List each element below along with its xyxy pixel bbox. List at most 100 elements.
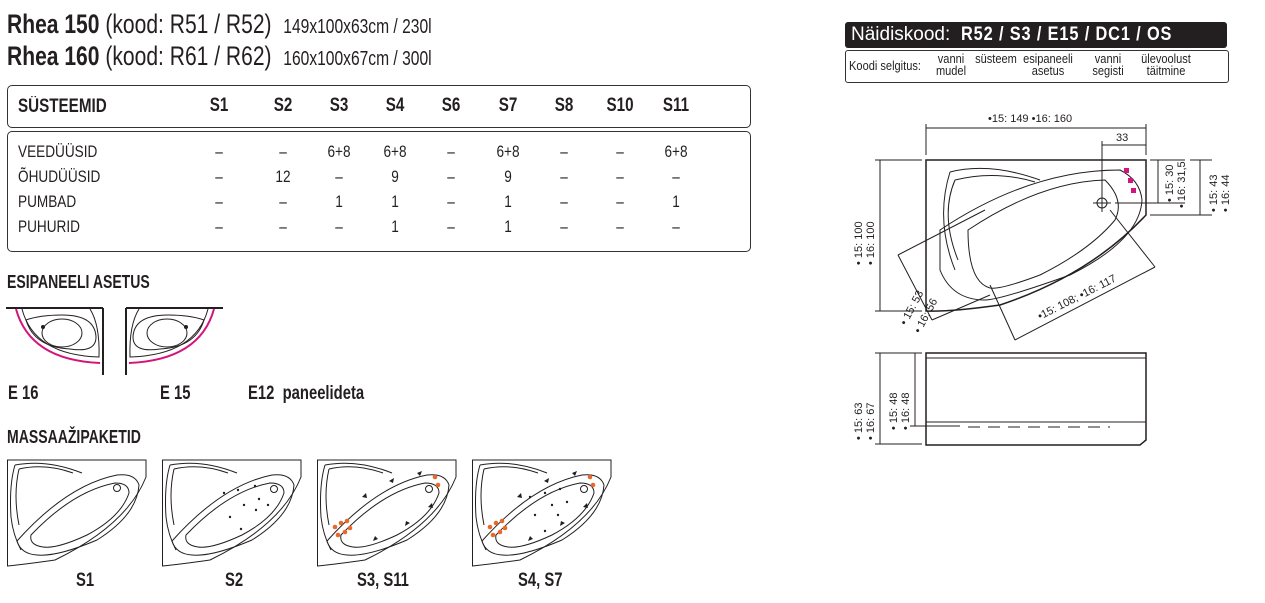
example-code-value: R52 / S3 / E15 / DC1 / OS [961, 24, 1173, 45]
table-cell: 9 [504, 167, 512, 186]
column-header-s4: S4 [385, 95, 405, 116]
package-s3-s11-diagram [317, 459, 457, 567]
panel-e16-icon [6, 307, 104, 375]
table-cell: – [447, 142, 455, 161]
table-cell: – [616, 167, 624, 186]
panel-e15-icon [125, 307, 223, 375]
table-cell: – [616, 192, 624, 211]
table-cell: – [335, 217, 343, 236]
table-cell: – [672, 167, 680, 186]
dim-width: •15: 149 •16: 160 [988, 113, 1072, 125]
systems-header-label: SÜSTEEMID [18, 96, 107, 117]
dim-inner-length: •15: 108; •16: 117 [1036, 273, 1118, 323]
table-cell: – [560, 142, 568, 161]
table-cell: – [672, 217, 680, 236]
table-cell: 6+8 [496, 142, 520, 161]
table-cell: 1 [391, 192, 399, 211]
column-header-s11: S11 [662, 95, 690, 116]
dim-drain-depth-16: • 16: 31,5 [1176, 161, 1188, 208]
package-label-s2: S2 [225, 570, 244, 591]
table-cell: 9 [391, 167, 399, 186]
table-cell: – [215, 217, 223, 236]
faucet-marks [1124, 168, 1136, 193]
panel-section-title: ESIPANEELI ASETUS [7, 272, 150, 292]
row-label: VEEDÜÜSID [18, 142, 98, 161]
table-cell: – [335, 167, 343, 186]
table-cell: 1 [391, 217, 399, 236]
title-rhea-160: Rhea 160 (kood: R61 / R62) 160x100x67cm … [7, 42, 551, 73]
dim-inner-height-15: • 15: 48 [888, 393, 900, 431]
package-s2-diagram [162, 459, 302, 567]
package-s1-diagram [7, 459, 147, 567]
table-cell: – [560, 217, 568, 236]
table-cell: – [279, 192, 287, 211]
package-label-s4-s7: S4, S7 [518, 570, 563, 591]
row-label: PUMBAD [18, 192, 77, 211]
model-dims: 160x100x67cm / 300l [283, 48, 432, 70]
dim-depth-16: • 16: 100 [865, 221, 877, 265]
dim-drain-depth-15: • 15: 30 [1164, 165, 1176, 203]
table-cell: 6+8 [327, 142, 351, 161]
package-label-s3-s11: S3, S11 [357, 570, 409, 591]
row-label: PUHURID [18, 217, 80, 236]
panel-option-e15: E 15 [160, 383, 191, 404]
column-header-s1: S1 [209, 95, 229, 116]
table-cell: – [279, 217, 287, 236]
dim-drain-offset: 33 [1116, 132, 1128, 144]
table-cell: 1 [504, 217, 512, 236]
column-header-s7: S7 [498, 95, 518, 116]
table-cell: – [616, 142, 624, 161]
table-cell: – [616, 217, 624, 236]
title-rhea-150: Rhea 150 (kood: R51 / R52) 149x100x63cm … [7, 10, 551, 41]
column-header-s2: S2 [273, 95, 293, 116]
column-header-s6: S6 [441, 95, 461, 116]
row-label: ÕHUDÜÜSID [18, 167, 101, 186]
model-dims: 149x100x63cm / 230l [283, 16, 432, 38]
table-cell: – [447, 192, 455, 211]
dimension-drawing: •15: 149 •16: 160 33 • 15: 30 • 16: 31,5… [853, 113, 1232, 446]
table-cell: 6+8 [664, 142, 688, 161]
table-cell: – [215, 192, 223, 211]
package-s4-s7-diagram [472, 459, 612, 567]
column-header-s3: S3 [329, 95, 349, 116]
example-code-label: Näidiskood: [851, 24, 951, 45]
explanation-label: Koodi selgitus: [849, 58, 921, 73]
table-cell: 1 [335, 192, 343, 211]
table-cell: – [215, 142, 223, 161]
table-cell: – [279, 142, 287, 161]
panel-option-e16: E 16 [8, 383, 39, 404]
dim-inner-height-16: • 16: 48 [900, 393, 912, 431]
panel-option-e12: E12 paneelideta [248, 383, 365, 404]
dim-height-15: • 15: 63 [853, 403, 865, 441]
table-cell: – [215, 167, 223, 186]
table-cell: – [447, 167, 455, 186]
model-name: Rhea 160 [7, 41, 100, 71]
model-code: (kood: R61 / R62) [105, 41, 272, 71]
model-name: Rhea 150 [7, 9, 100, 39]
massage-diagrams [7, 459, 612, 567]
systems-table-header: SÜSTEEMID S1 S2 S3 S4 S6 S7 S8 S10 S11 [7, 85, 751, 128]
table-cell: 1 [504, 192, 512, 211]
table-cell: 1 [672, 192, 680, 211]
panel-diagrams [6, 307, 223, 375]
example-code-bar: Näidiskood: R52 / S3 / E15 / DC1 / OS [845, 22, 1227, 48]
model-code: (kood: R51 / R52) [105, 9, 272, 39]
code-part-explanation: süsteem [975, 51, 1017, 66]
column-header-s8: S8 [554, 95, 574, 116]
dim-side-15: • 15: 43 [1208, 175, 1220, 213]
table-cell: 12 [275, 167, 291, 186]
dim-side-16: • 16: 44 [1220, 175, 1232, 213]
table-cell: – [560, 192, 568, 211]
table-cell: – [560, 167, 568, 186]
massage-section-title: MASSAAŽIPAKETID [7, 427, 141, 447]
package-label-s1: S1 [76, 570, 95, 591]
column-header-s10: S10 [606, 95, 634, 116]
table-cell: – [447, 217, 455, 236]
dim-depth-15: • 15: 100 [853, 221, 865, 265]
